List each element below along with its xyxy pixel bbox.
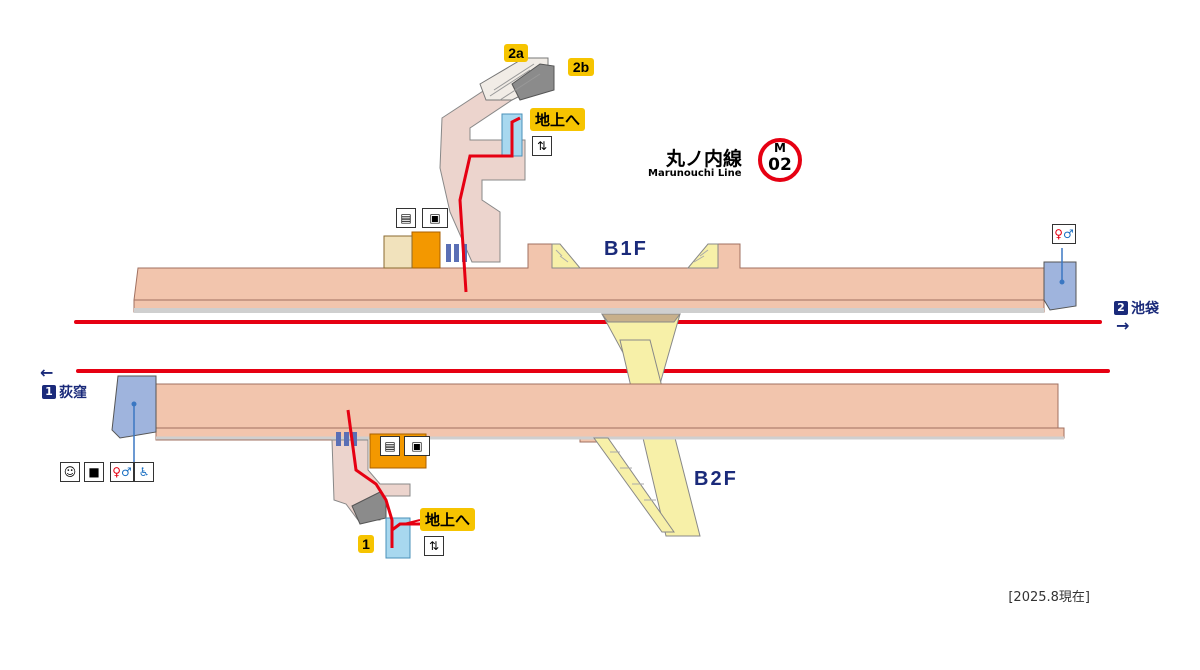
toilet-icon: ♀♂ (110, 462, 134, 482)
elevator-icon: ⇅ (532, 136, 552, 156)
direction-west: 1 荻窪 (42, 382, 87, 402)
b2-stairs-center (593, 437, 675, 533)
b1-station-office (383, 235, 413, 269)
arrow-right-icon: → (1116, 316, 1130, 335)
ticket-machine-icon: ▤ (396, 208, 416, 228)
elevator-icon: ⇅ (424, 536, 444, 556)
b1-exit-corridor (439, 79, 526, 263)
b1-stairs-left (551, 243, 582, 269)
ticket-machine-icon: ▤ (380, 436, 400, 456)
floor-label-b2: B2F (694, 468, 738, 490)
direction-east-arrow: → (1116, 316, 1129, 335)
b1-stairs-right (686, 243, 719, 269)
line-badge-number: 02 (768, 155, 792, 175)
b1-office-block (411, 231, 441, 269)
exit-tag-2b[interactable]: 2b (568, 58, 594, 76)
exit-2-stairs (479, 57, 555, 101)
line-name-en: Marunouchi Line (648, 168, 742, 179)
direction-west-label: 荻窪 (59, 385, 87, 401)
fare-adjust-icon: ▣ (422, 208, 448, 228)
direction-west-num: 1 (42, 385, 56, 399)
accessible-icon: ♿ (134, 462, 154, 482)
arrow-left-icon: ← (40, 363, 54, 382)
b2-route-to-ground (346, 409, 420, 548)
direction-east-num: 2 (1114, 301, 1128, 315)
line-badge-ring (758, 138, 802, 182)
direction-west-arrow: ← (40, 363, 53, 382)
to-ground-tag-upper[interactable]: 地上へ (530, 108, 586, 131)
direction-east-label: 池袋 (1131, 301, 1159, 317)
b2-gates (336, 432, 357, 446)
exit-tag-1[interactable]: 1 (358, 535, 374, 553)
b1-toilet-block (1043, 261, 1077, 311)
toilet-icon: ♀♂ (1052, 224, 1076, 244)
b1-platform-trim (134, 308, 1044, 313)
line-name-jp: 丸ノ内線 (666, 148, 743, 170)
to-ground-tag-lower[interactable]: 地上へ (420, 508, 476, 531)
station-office-icon: ■ (84, 462, 104, 482)
update-date: [2025.8現在] (1008, 590, 1090, 605)
b1-route-to-ground (458, 116, 521, 293)
b1-platform-top-face (133, 243, 1045, 301)
direction-east: 2 池袋 (1114, 298, 1159, 318)
exit-tag-2a[interactable]: 2a (504, 44, 528, 62)
baby-icon: ☺ (60, 462, 80, 482)
exit-1-stairs (351, 491, 387, 525)
floor-label-b1: B1F (604, 238, 648, 260)
line-badge-letter: M (774, 141, 786, 155)
fare-adjust-icon: ▣ (404, 436, 430, 456)
